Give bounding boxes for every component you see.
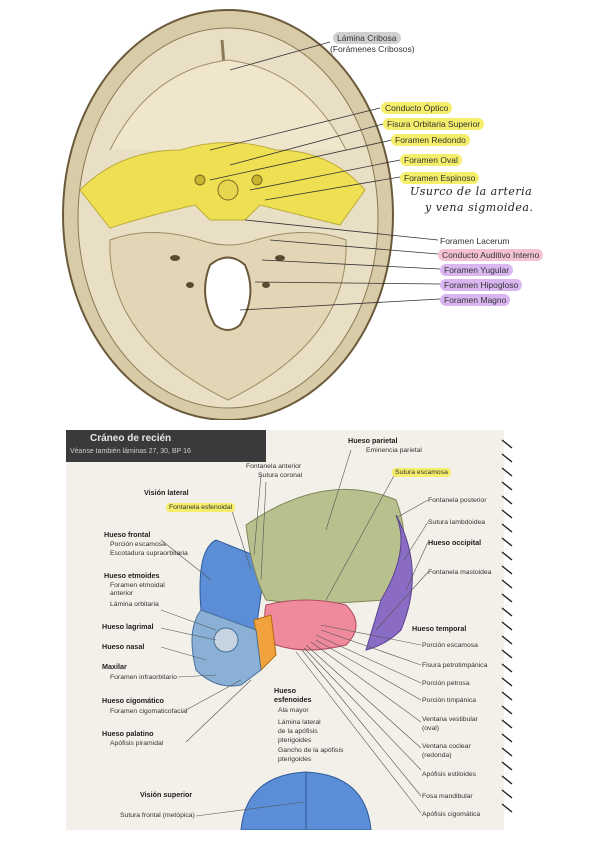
handwritten-note-line2: y vena sigmoidea. (425, 201, 533, 214)
label-foramen-oval: Foramen Oval (400, 154, 462, 166)
label-foramen-cigomaticofacial: Foramen cigomaticofacial (110, 707, 187, 716)
label-foramen-hipogloso: Foramen Hipogloso (440, 279, 522, 291)
textbook-photo: Cráneo de recién Véanse también láminas … (66, 430, 504, 830)
label-foramen-lacerum: Foramen Lacerum (440, 235, 509, 247)
label-redonda: (redonda) (422, 751, 451, 760)
label-fontanela-anterior: Fontanela anterior (246, 462, 301, 471)
label-foramen-espinoso: Foramen Espinoso (400, 172, 479, 184)
label-ala-mayor: Ala mayor (278, 706, 309, 715)
spiral-binding (500, 430, 514, 830)
label-hueso-occipital: Hueso occipital (428, 538, 481, 547)
label-fosa-mandibular: Fosa mandibular (422, 792, 473, 801)
label-porcion-petrosa: Porción petrosa (422, 679, 470, 688)
label-pterigoides: pterigoides (278, 736, 311, 745)
label-porcion-escamosa-frontal: Porción escamosa (110, 540, 166, 549)
label-eminencia-parietal: Eminencia parietal (366, 446, 422, 455)
label-hueso-nasal: Hueso nasal (102, 642, 144, 651)
label-apofisis-estiloides: Apófisis estiloides (422, 770, 476, 779)
label-vision-lateral: Visión lateral (144, 488, 189, 497)
label-foramen-infraorbitario: Foramen infraorbitario (110, 673, 177, 682)
label-sutura-frontal-metopica: Sutura frontal (metópica) (120, 811, 195, 820)
label-pterigoides-2: pterigoides (278, 755, 311, 764)
label-conducto-auditivo-interno: Conducto Auditivo Interno (438, 249, 543, 261)
label-foramen-magno: Foramen Magno (440, 294, 510, 306)
label-escotadura-supraorbitaria: Escotadura supraorbitaria (110, 549, 188, 558)
label-sutura-lambdoidea: Sutura lambdoidea (428, 518, 485, 527)
label-sutura-coronal: Sutura coronal (258, 471, 302, 480)
label-hueso-frontal: Hueso frontal (104, 530, 150, 539)
label-lamina-lateral: Lámina lateral (278, 718, 321, 727)
label-vision-superior: Visión superior (140, 790, 192, 799)
label-fontanela-posterior: Fontanela posterior (428, 496, 487, 505)
label-sutura-escamosa: Sutura escamosa (392, 468, 451, 477)
label-hueso-etmoides: Hueso etmoides (104, 571, 160, 580)
label-hueso-cigomatico: Hueso cigomático (102, 696, 164, 705)
label-ventana-coclear: Ventana coclear (422, 742, 471, 751)
label-apofisis-cigomatica: Apófisis cigomática (422, 810, 480, 819)
handwritten-note-line1: Usurco de la arteria (410, 185, 532, 198)
label-fontanela-mastoidea: Fontanela mastoidea (428, 568, 491, 577)
label-hueso-palatino: Hueso palatino (102, 729, 154, 738)
label-fontanela-esfenoidal: Fontanela esfenoidal (166, 503, 235, 512)
label-oval: (oval) (422, 724, 439, 733)
label-hueso-lagrimal: Hueso lagrimal (102, 622, 154, 631)
label-fisura-petrotimpanica: Fisura petrotimpánica (422, 661, 487, 670)
label-hueso-temporal: Hueso temporal (412, 624, 466, 633)
label-maxilar: Maxilar (102, 662, 127, 671)
label-lamina-orbitaria: Lámina orbitaria (110, 600, 159, 609)
label-anterior: anterior (110, 589, 133, 598)
label-ventana-vestibular: Ventana vestibular (422, 715, 478, 724)
spiral-binding-rings (500, 430, 514, 830)
label-fisura-orbitaria-superior: Fisura Orbitaria Superior (383, 118, 484, 130)
label-foramen-yugular: Foramen Yugular (440, 264, 513, 276)
label-apofisis-piramidal: Apófisis piramidal (110, 739, 163, 748)
label-porcion-timpanica: Porción timpánica (422, 696, 476, 705)
label-foramen-redondo: Foramen Redondo (391, 134, 470, 146)
label-foramenes-cribosos: (Forámenes Cribosos) (330, 43, 415, 55)
label-hueso-parietal: Hueso parietal (348, 436, 398, 445)
label-de-la-apofisis: de la apófisis (278, 727, 318, 736)
label-hueso: Hueso (274, 686, 296, 695)
label-gancho-apofisis: Gancho de la apófisis (278, 746, 343, 755)
label-porcion-escamosa-temporal: Porción escamosa (422, 641, 478, 650)
label-esfenoides: esfenoides (274, 695, 312, 704)
label-conducto-optico: Conducto Óptico (381, 102, 452, 114)
